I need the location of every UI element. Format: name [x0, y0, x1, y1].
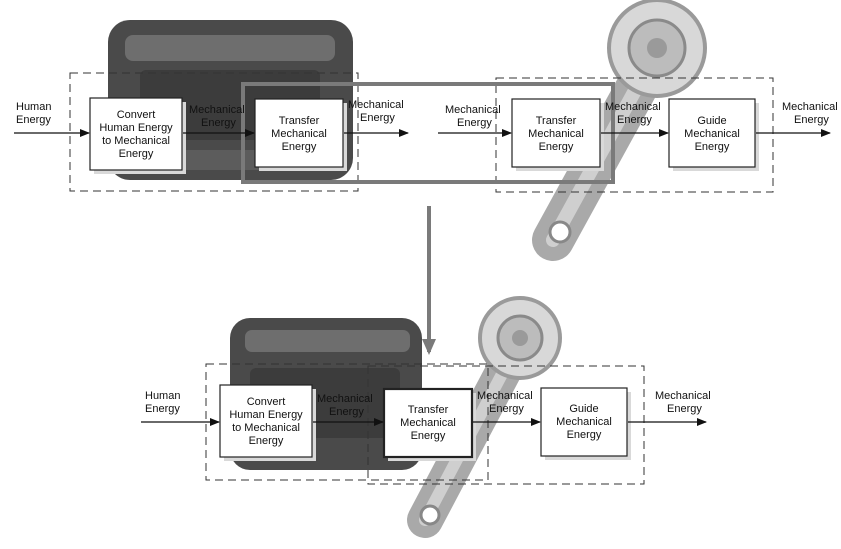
transfer-box-line-2: Mechanical: [528, 128, 584, 140]
transfer-function-box-top-1: Transfer Mechanical Energy: [255, 99, 347, 171]
transfer-box-line-3: Energy: [411, 430, 446, 442]
human-energy-label-line-1: Human: [145, 390, 180, 402]
mechanical-energy-output-label-line-1: Mechanical: [782, 101, 838, 113]
human-energy-label-line-1: Human: [16, 101, 51, 113]
mechanical-energy-label-line-1: Mechanical: [348, 99, 404, 111]
convert-box-line-3: to Mechanical: [102, 135, 170, 147]
guide-function-box-top: Guide Mechanical Energy: [669, 99, 759, 171]
convert-box-line-2: Human Energy: [229, 409, 303, 421]
convert-function-box-top: Convert Human Energy to Mechanical Energ…: [90, 98, 186, 174]
mechanical-energy-label-line-1: Mechanical: [445, 104, 501, 116]
convert-box-line-4: Energy: [249, 435, 284, 447]
transfer-function-box-top-2: Transfer Mechanical Energy: [512, 99, 604, 171]
convert-box-line-4: Energy: [119, 148, 154, 160]
guide-function-box-bottom: Guide Mechanical Energy: [541, 388, 631, 460]
mechanical-energy-label-line-1: Mechanical: [605, 101, 661, 113]
guide-box-line-1: Guide: [697, 115, 726, 127]
pedal-cage-top: [125, 35, 335, 61]
spindle: [647, 38, 667, 58]
human-energy-label-line-2: Energy: [145, 403, 180, 415]
guide-box-line-2: Mechanical: [556, 416, 612, 428]
mechanical-energy-label-line-2: Energy: [457, 117, 492, 129]
mechanical-energy-label-line-2: Energy: [329, 406, 364, 418]
guide-box-line-3: Energy: [567, 429, 602, 441]
mechanical-energy-label-line-2: Energy: [201, 117, 236, 129]
convert-box-line-1: Convert: [247, 396, 286, 408]
mechanical-energy-output-label-line-2: Energy: [794, 114, 829, 126]
pedal-cage-top: [245, 330, 410, 352]
convert-box-line-1: Convert: [117, 109, 156, 121]
human-energy-label-line-2: Energy: [16, 114, 51, 126]
convert-box-line-3: to Mechanical: [232, 422, 300, 434]
guide-box-line-2: Mechanical: [684, 128, 740, 140]
mechanical-energy-output-label-line-1: Mechanical: [655, 390, 711, 402]
mechanical-energy-label-line-1: Mechanical: [189, 104, 245, 116]
transfer-box-line-1: Transfer: [408, 404, 449, 416]
spindle: [512, 330, 528, 346]
mechanical-energy-label-line-1: Mechanical: [477, 390, 533, 402]
crank-pedal-hole: [421, 506, 439, 524]
transfer-box-line-3: Energy: [539, 141, 574, 153]
guide-box-line-1: Guide: [569, 403, 598, 415]
guide-box-line-3: Energy: [695, 141, 730, 153]
transfer-function-box-bottom: Transfer Mechanical Energy: [384, 389, 476, 461]
mechanical-energy-label-line-2: Energy: [617, 114, 652, 126]
crank-pedal-hole: [550, 222, 570, 242]
mechanical-energy-label-line-2: Energy: [360, 112, 395, 124]
mechanical-energy-output-label-line-2: Energy: [667, 403, 702, 415]
transfer-box-line-2: Mechanical: [400, 417, 456, 429]
mechanical-energy-label-line-2: Energy: [489, 403, 524, 415]
transfer-box-line-1: Transfer: [536, 115, 577, 127]
mechanical-energy-label-line-1: Mechanical: [317, 393, 373, 405]
convert-function-box-bottom: Convert Human Energy to Mechanical Energ…: [220, 385, 316, 461]
convert-box-line-2: Human Energy: [99, 122, 173, 134]
transfer-box-line-3: Energy: [282, 141, 317, 153]
transfer-box-line-2: Mechanical: [271, 128, 327, 140]
transfer-box-line-1: Transfer: [279, 115, 320, 127]
